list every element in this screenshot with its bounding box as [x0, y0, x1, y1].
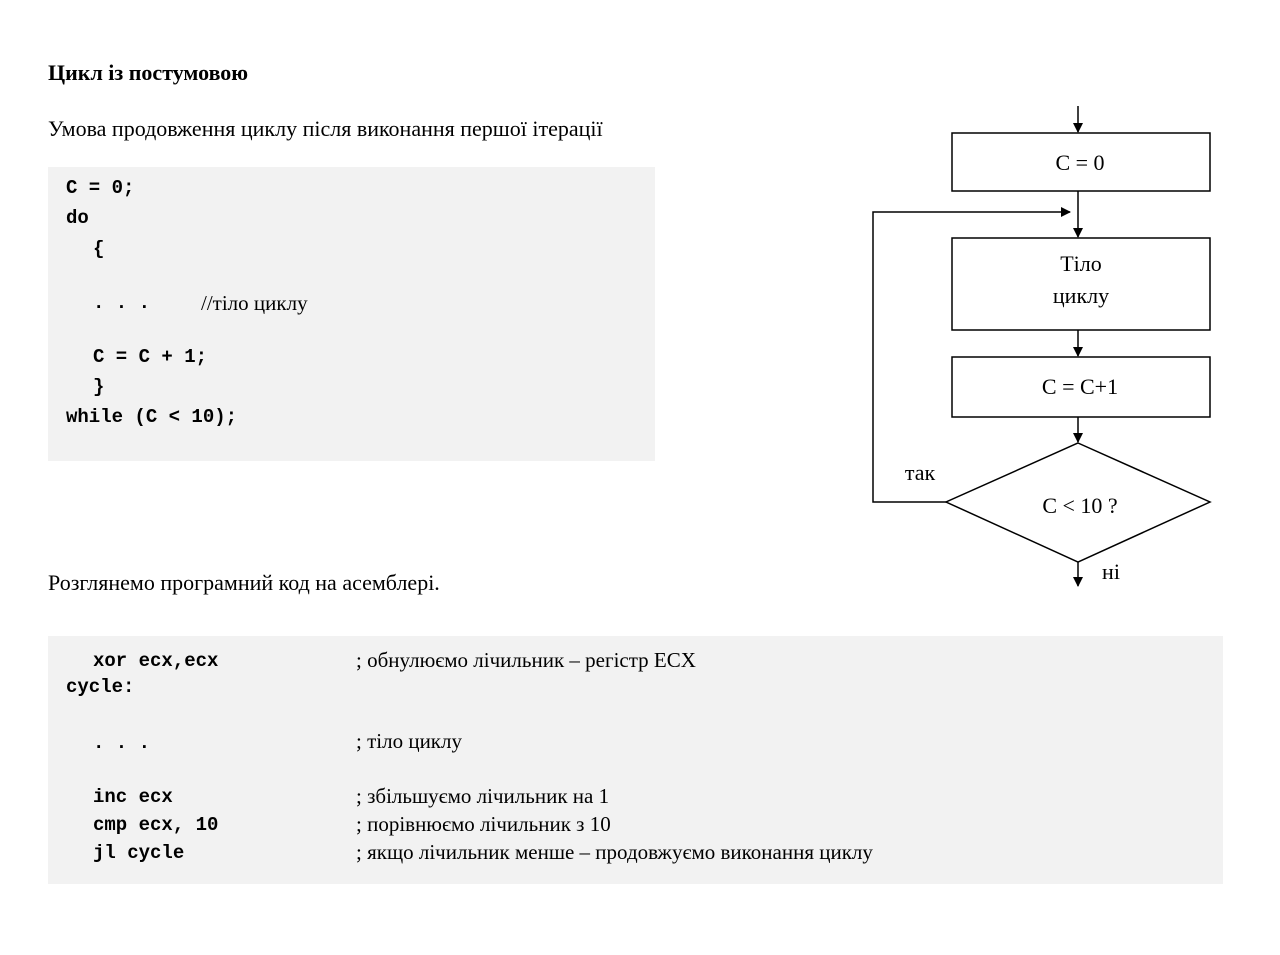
code-line: C = C + 1;	[93, 346, 208, 368]
code-line: . . .	[93, 292, 151, 314]
asm-code-block: xor ecx,ecx ; обнулюємо лічильник – регі…	[48, 636, 1223, 884]
increment-label: C = C+1	[1042, 374, 1118, 399]
asm-comment: ; порівнюємо лічильник з 10	[356, 812, 611, 836]
asm-code-line: xor ecx,ecx	[93, 650, 219, 672]
asm-code-line: cmp ecx, 10	[93, 814, 219, 836]
code-line: C = 0;	[66, 177, 135, 199]
asm-intro-text: Розглянемо програмний код на асемблері.	[48, 570, 440, 595]
c-code-block: C = 0; do { . . . //тіло циклу C = C + 1…	[48, 167, 655, 461]
asm-code-line: cycle:	[66, 676, 135, 698]
asm-comment: ; збільшуємо лічильник на 1	[356, 784, 610, 808]
loop-back-arrow	[872, 207, 1071, 503]
increment-box	[951, 356, 1211, 418]
code-line: while (C < 10);	[66, 406, 238, 428]
body-box	[951, 237, 1211, 331]
asm-code-line: inc ecx	[93, 786, 173, 808]
page-title: Цикл із постумовою	[48, 60, 249, 85]
asm-comment: ; тіло циклу	[356, 729, 462, 753]
code-line: do	[66, 207, 89, 229]
code-line: }	[93, 376, 105, 398]
body-label-line1: Тіло	[1060, 251, 1102, 276]
asm-code-line: . . .	[93, 732, 151, 754]
asm-code-line: jl cycle	[93, 842, 185, 864]
init-label: C = 0	[1055, 150, 1104, 175]
asm-comment: ; якщо лічильник менше – продовжуємо вик…	[356, 840, 873, 864]
intro-text: Умова продовження циклу після виконання …	[48, 116, 603, 141]
yes-label: так	[905, 460, 936, 485]
condition-label: C < 10 ?	[1042, 493, 1117, 518]
no-label: ні	[1102, 559, 1120, 584]
asm-comment: ; обнулюємо лічильник – регістр ECX	[356, 648, 696, 672]
init-box	[951, 132, 1211, 192]
code-line: {	[93, 238, 105, 260]
code-comment: //тіло циклу	[201, 291, 308, 315]
body-label-line2: циклу	[1053, 283, 1109, 308]
